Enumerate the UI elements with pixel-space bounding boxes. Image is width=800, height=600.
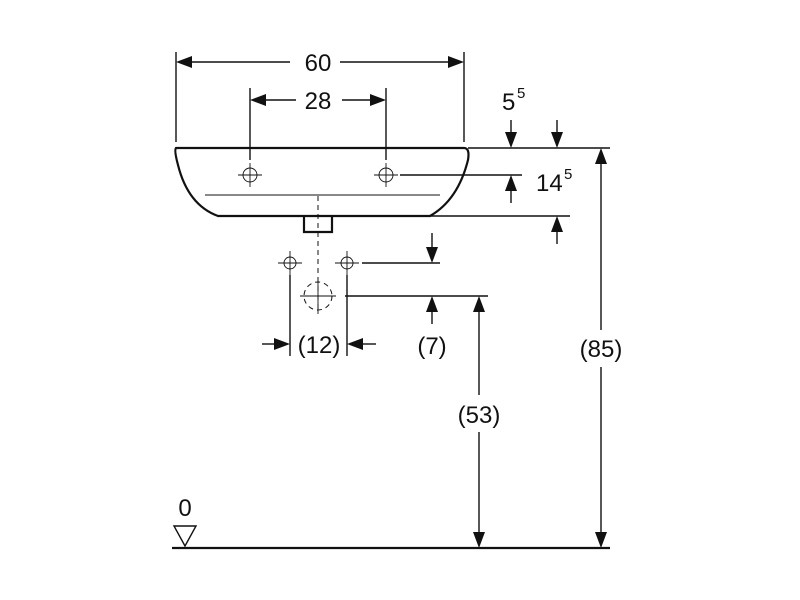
basin-bottom-reference bbox=[430, 215, 570, 244]
hole-depth-superscript: 5 bbox=[564, 166, 572, 183]
rim-offset-superscript: 5 bbox=[517, 85, 525, 102]
tap-hole-left bbox=[238, 163, 262, 187]
supply-level-reference bbox=[362, 233, 440, 264]
dimension-supply-spacing: (12) bbox=[262, 275, 376, 359]
dimension-hole-depth: 14 5 bbox=[400, 166, 572, 203]
floor-level-marker: 0 bbox=[172, 495, 198, 548]
supply-spacing-label: (12) bbox=[298, 332, 341, 359]
hole-spacing-label: 28 bbox=[305, 88, 332, 115]
rim-height-label: (85) bbox=[580, 336, 623, 363]
level-triangle-icon bbox=[172, 525, 198, 548]
hole-depth-label: 14 bbox=[536, 170, 563, 197]
dimension-hole-spacing: 28 bbox=[249, 88, 387, 160]
dimension-rim-height: (85) bbox=[580, 148, 623, 548]
dimension-rim-offset: 5 5 bbox=[468, 85, 610, 149]
waste-connection bbox=[300, 278, 336, 314]
waste-height-label: (53) bbox=[458, 402, 501, 429]
waste-offset-label: (7) bbox=[417, 333, 446, 360]
tap-hole-right bbox=[374, 163, 398, 187]
rim-offset-label: 5 bbox=[502, 89, 515, 116]
supply-connection-left bbox=[278, 251, 302, 275]
supply-connection-right bbox=[335, 251, 359, 275]
width-total-label: 60 bbox=[305, 50, 332, 77]
dimension-waste-offset: (7) bbox=[345, 295, 488, 360]
washbasin-outline bbox=[174, 146, 470, 310]
floor-level-label: 0 bbox=[178, 495, 191, 522]
dimension-width-total: 60 bbox=[175, 50, 465, 142]
dimension-waste-height: (53) bbox=[458, 296, 501, 548]
